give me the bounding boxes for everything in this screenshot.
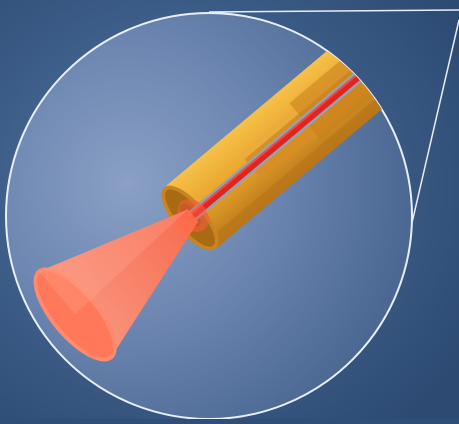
diagram-svg [0,0,459,419]
diagram-canvas [0,0,459,419]
